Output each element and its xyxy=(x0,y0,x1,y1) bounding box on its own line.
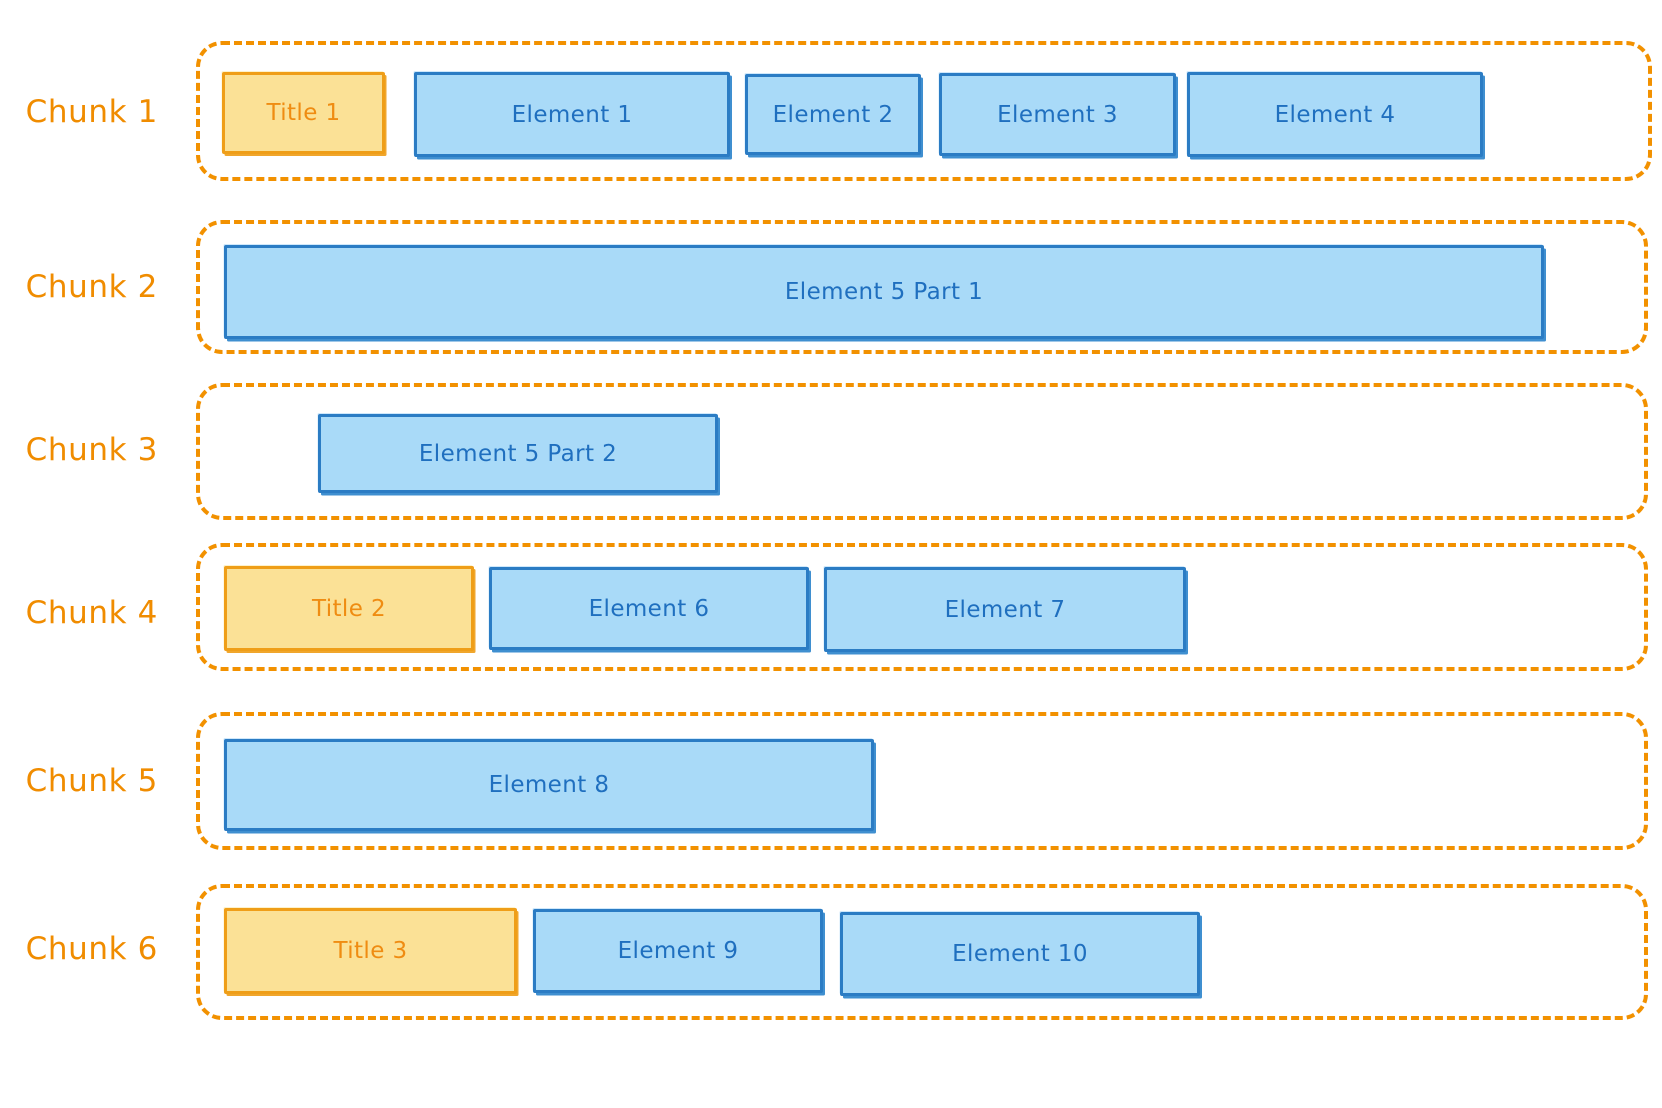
block-title-1[interactable]: Title 1 xyxy=(222,72,385,154)
block-label: Element 2 xyxy=(772,101,894,128)
chunk-label-6: Chunk 6 xyxy=(25,931,158,967)
block-element-10[interactable]: Element 10 xyxy=(840,912,1200,996)
block-label: Element 3 xyxy=(997,101,1118,128)
block-label: Element 9 xyxy=(617,938,739,964)
block-label: Title 1 xyxy=(266,100,341,126)
chunk-container-3[interactable] xyxy=(196,383,1648,520)
block-title-2[interactable]: Title 2 xyxy=(224,566,474,651)
chunk-label-5: Chunk 5 xyxy=(25,763,158,799)
block-label: Element 5 Part 1 xyxy=(784,279,984,305)
chunk-label-2: Chunk 2 xyxy=(25,269,158,305)
block-element-1[interactable]: Element 1 xyxy=(414,72,730,157)
block-label: Title 2 xyxy=(311,595,387,622)
block-element-3[interactable]: Element 3 xyxy=(939,73,1176,156)
block-label: Element 4 xyxy=(1274,101,1396,128)
block-element-8[interactable]: Element 8 xyxy=(224,739,874,831)
block-label: Element 6 xyxy=(588,595,710,622)
block-element-6[interactable]: Element 6 xyxy=(489,567,809,650)
chunk-label-1: Chunk 1 xyxy=(25,94,158,130)
chunk-container-5[interactable] xyxy=(196,712,1648,850)
chunk-container-6[interactable] xyxy=(196,884,1648,1020)
block-label: Element 5 Part 2 xyxy=(418,440,618,467)
block-element-7[interactable]: Element 7 xyxy=(824,567,1186,652)
block-element-5-part-1[interactable]: Element 5 Part 1 xyxy=(224,245,1544,339)
block-label: Element 10 xyxy=(952,941,1088,967)
chunk-container-1[interactable] xyxy=(196,41,1652,181)
block-element-4[interactable]: Element 4 xyxy=(1187,72,1483,157)
block-label: Element 7 xyxy=(944,596,1066,623)
chunk-container-4[interactable] xyxy=(196,543,1648,671)
block-label: Element 1 xyxy=(511,101,633,128)
block-label: Title 3 xyxy=(333,938,408,964)
block-title-3[interactable]: Title 3 xyxy=(224,908,517,994)
chunk-container-2[interactable] xyxy=(196,220,1648,354)
chunk-label-3: Chunk 3 xyxy=(25,432,158,468)
block-element-9[interactable]: Element 9 xyxy=(533,909,823,993)
block-element-5-part-2[interactable]: Element 5 Part 2 xyxy=(318,414,718,493)
block-element-2[interactable]: Element 2 xyxy=(745,74,921,155)
chunk-label-4: Chunk 4 xyxy=(25,595,158,631)
block-label: Element 8 xyxy=(488,772,610,798)
